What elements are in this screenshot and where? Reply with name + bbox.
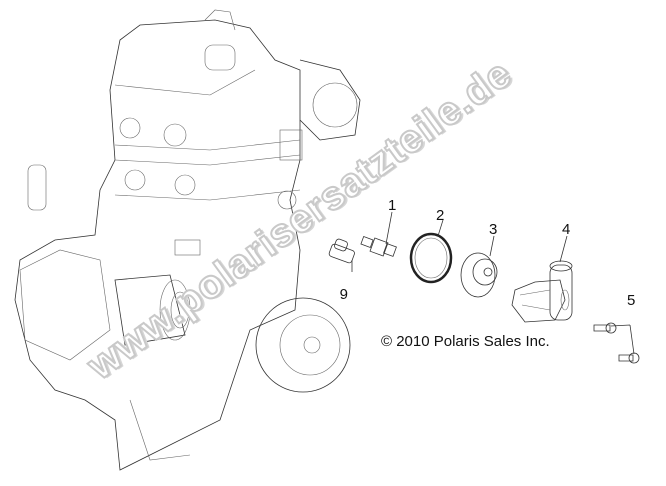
part-3-thermostat [460,252,498,298]
callout-2: 2 [436,207,444,224]
part-4-thermostat-housing [511,260,573,323]
copyright-notice: © 2010 Polaris Sales Inc. [381,333,550,350]
leader-lines [351,211,635,355]
engine-block [14,9,361,471]
callout-6: 6 [340,285,348,302]
part-6-fitting [328,238,355,264]
callout-3: 3 [489,221,497,238]
callout-4: 4 [562,221,570,238]
callout-1: 1 [388,197,396,214]
callout-5: 5 [627,292,635,309]
part-2-o-ring [409,232,453,284]
part-1-temperature-sensor [360,236,397,257]
